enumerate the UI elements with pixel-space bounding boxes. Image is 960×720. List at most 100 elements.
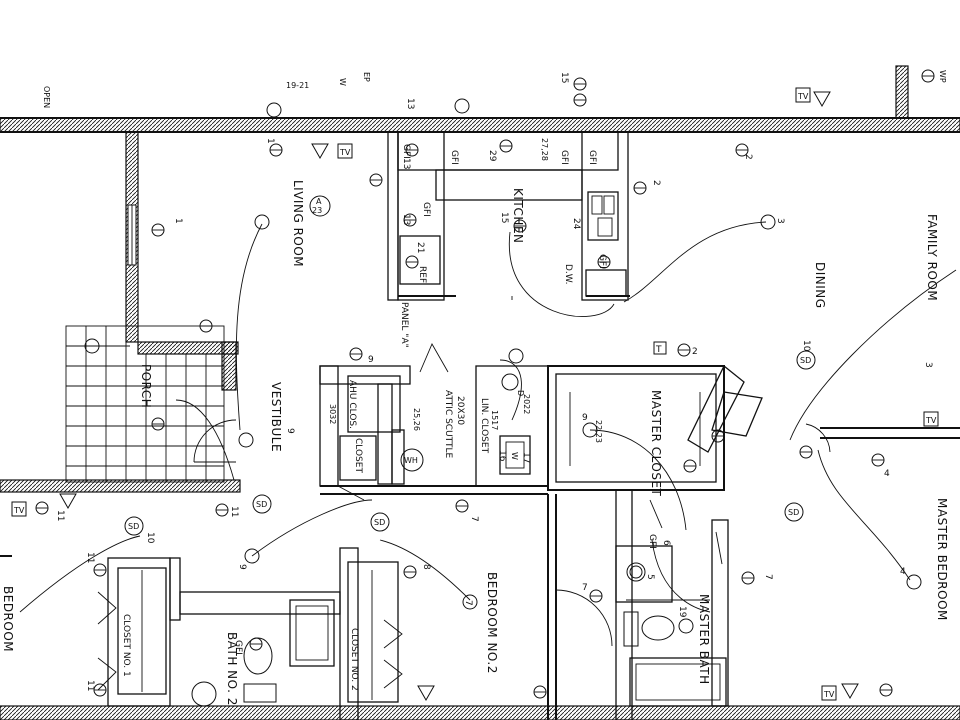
outlet-symbol (151, 417, 165, 431)
circuit-number: 24 (571, 218, 581, 230)
circuit-number: 15 (499, 212, 509, 223)
svg-text:SD: SD (128, 522, 139, 531)
exhaust-fan-symbol (629, 565, 643, 579)
svg-text:TV: TV (339, 148, 351, 157)
outlet-symbol (513, 219, 527, 233)
circuit-label: 25,26 (412, 408, 421, 431)
circuit-number: 19 (677, 606, 687, 618)
washer-label: W (510, 452, 519, 460)
outlet-symbol (403, 213, 417, 227)
outlet-symbol (349, 347, 363, 361)
phone-jack-symbol (417, 685, 435, 702)
circuit-number: 1 (173, 218, 183, 224)
circuit-label: 19-21 (286, 81, 309, 90)
smoke-detector-symbol: SD (784, 502, 804, 522)
phone-jack-symbol (59, 493, 77, 510)
ceiling-light-symbol (906, 574, 922, 590)
outlet-symbol (879, 683, 893, 697)
outlet-symbol (799, 445, 813, 459)
room-label-porch: PORCH (139, 364, 153, 408)
gfi-label: GFI (647, 534, 657, 549)
outlet-symbol (199, 319, 213, 333)
room-label-vestibule: VESTIBULE (269, 382, 283, 452)
outlet-symbol (597, 255, 611, 269)
circuit-number: 13 (405, 98, 415, 109)
washer-label: W (338, 78, 347, 86)
gfi-label: GFI (421, 202, 431, 217)
outlet-symbol (151, 223, 165, 237)
outlet-symbol (633, 181, 647, 195)
ceiling-light-symbol (84, 338, 100, 354)
circuit-number: 1 (265, 138, 275, 144)
outlet-symbol (573, 93, 587, 107)
wiring-runs (19, 221, 957, 613)
svg-text:TV: TV (797, 92, 809, 101)
circuit-number: 3 (775, 218, 785, 224)
ceiling-light-symbol (266, 102, 282, 118)
outlet-symbol (533, 685, 547, 699)
porch-tile-grid (65, 325, 225, 483)
svg-text:SD: SD (374, 518, 385, 527)
room-label-bedroom-no2: BEDROOM NO.2 (485, 572, 499, 674)
svg-text:SD: SD (800, 356, 811, 365)
room-labels: LIVING ROOM KITCHEN DINING FAMILY ROOM P… (1, 180, 949, 706)
circuit-number: 7 (463, 600, 473, 606)
outlet-symbol (921, 69, 935, 83)
ceiling-light-symbol (454, 98, 470, 114)
circuit-number: 3 (923, 362, 933, 368)
circuit-number: 29 (487, 150, 497, 162)
circuit-number: 11 (85, 552, 95, 563)
water-heater-symbol: WH (400, 448, 424, 472)
svg-text:23: 23 (312, 206, 322, 215)
circuit-number: 9 (237, 564, 247, 570)
svg-text:A: A (316, 197, 322, 206)
room-label-family-room: FAMILY ROOM (925, 214, 939, 301)
outlet-symbol (711, 429, 725, 443)
outlet-symbol (683, 459, 697, 473)
circuit-number: 13 (401, 214, 411, 225)
circuit-number: 9 (582, 413, 588, 423)
outlet-symbol (35, 501, 49, 515)
outlet-symbol (573, 77, 587, 91)
circuit-number: 10 (145, 532, 155, 544)
circuit-number: 11 (229, 506, 239, 517)
circuit-numbers: 1 1 2 2 2 3 3 4 4 5 6 7 7 7 7 8 9 9 9 9 … (55, 72, 933, 691)
device-labels: GFI GFI GFI GFI GFI GFI GFI GFI REF D.W.… (42, 70, 947, 655)
ceiling-light-symbol (254, 214, 270, 230)
circuit-number: 2 (651, 180, 661, 186)
interior-walls (0, 131, 960, 720)
outlet-symbol (405, 143, 419, 157)
tv-jack-symbol: TV (795, 87, 811, 103)
thermostat-symbol (653, 341, 667, 355)
room-label-dining: DINING (813, 262, 827, 309)
circuit-number: 4 (900, 567, 906, 577)
room-label-attic-size: 20X30 (455, 396, 465, 425)
outlet-symbol (589, 589, 603, 603)
outlet-symbol (405, 255, 419, 269)
ep-label: EP (362, 72, 371, 82)
room-label-bedroom: BEDROOM (1, 586, 15, 652)
circuit-number: 8 (421, 564, 431, 570)
ceiling-light-symbol (582, 422, 598, 438)
ceiling-light-symbol (238, 432, 254, 448)
svg-text:SD: SD (788, 508, 799, 517)
ceiling-light-symbol (508, 348, 524, 364)
room-label-ahu-closet: AHU CLOS. (347, 380, 357, 429)
room-label-master-bath: MASTER BATH (697, 594, 711, 685)
outlet-symbol (677, 343, 691, 357)
outlet-symbol (455, 499, 469, 513)
room-label-closet: CLOSET (353, 438, 363, 473)
outlet-symbol (93, 683, 107, 697)
tv-jack-symbol: TV (11, 501, 27, 517)
dryer-label: D (516, 390, 525, 396)
ref-label: REF (417, 266, 427, 283)
circuit-label: 27,28 (540, 138, 549, 161)
outlet-symbol (93, 563, 107, 577)
smoke-detector-symbol: SD (124, 516, 144, 536)
circuit-number: 7 (763, 574, 773, 580)
weatherproof-label: WP (938, 70, 947, 83)
circuit-number: 17 (521, 452, 531, 463)
panel-junction-symbol (501, 373, 519, 391)
phone-jack-symbol (311, 143, 329, 160)
